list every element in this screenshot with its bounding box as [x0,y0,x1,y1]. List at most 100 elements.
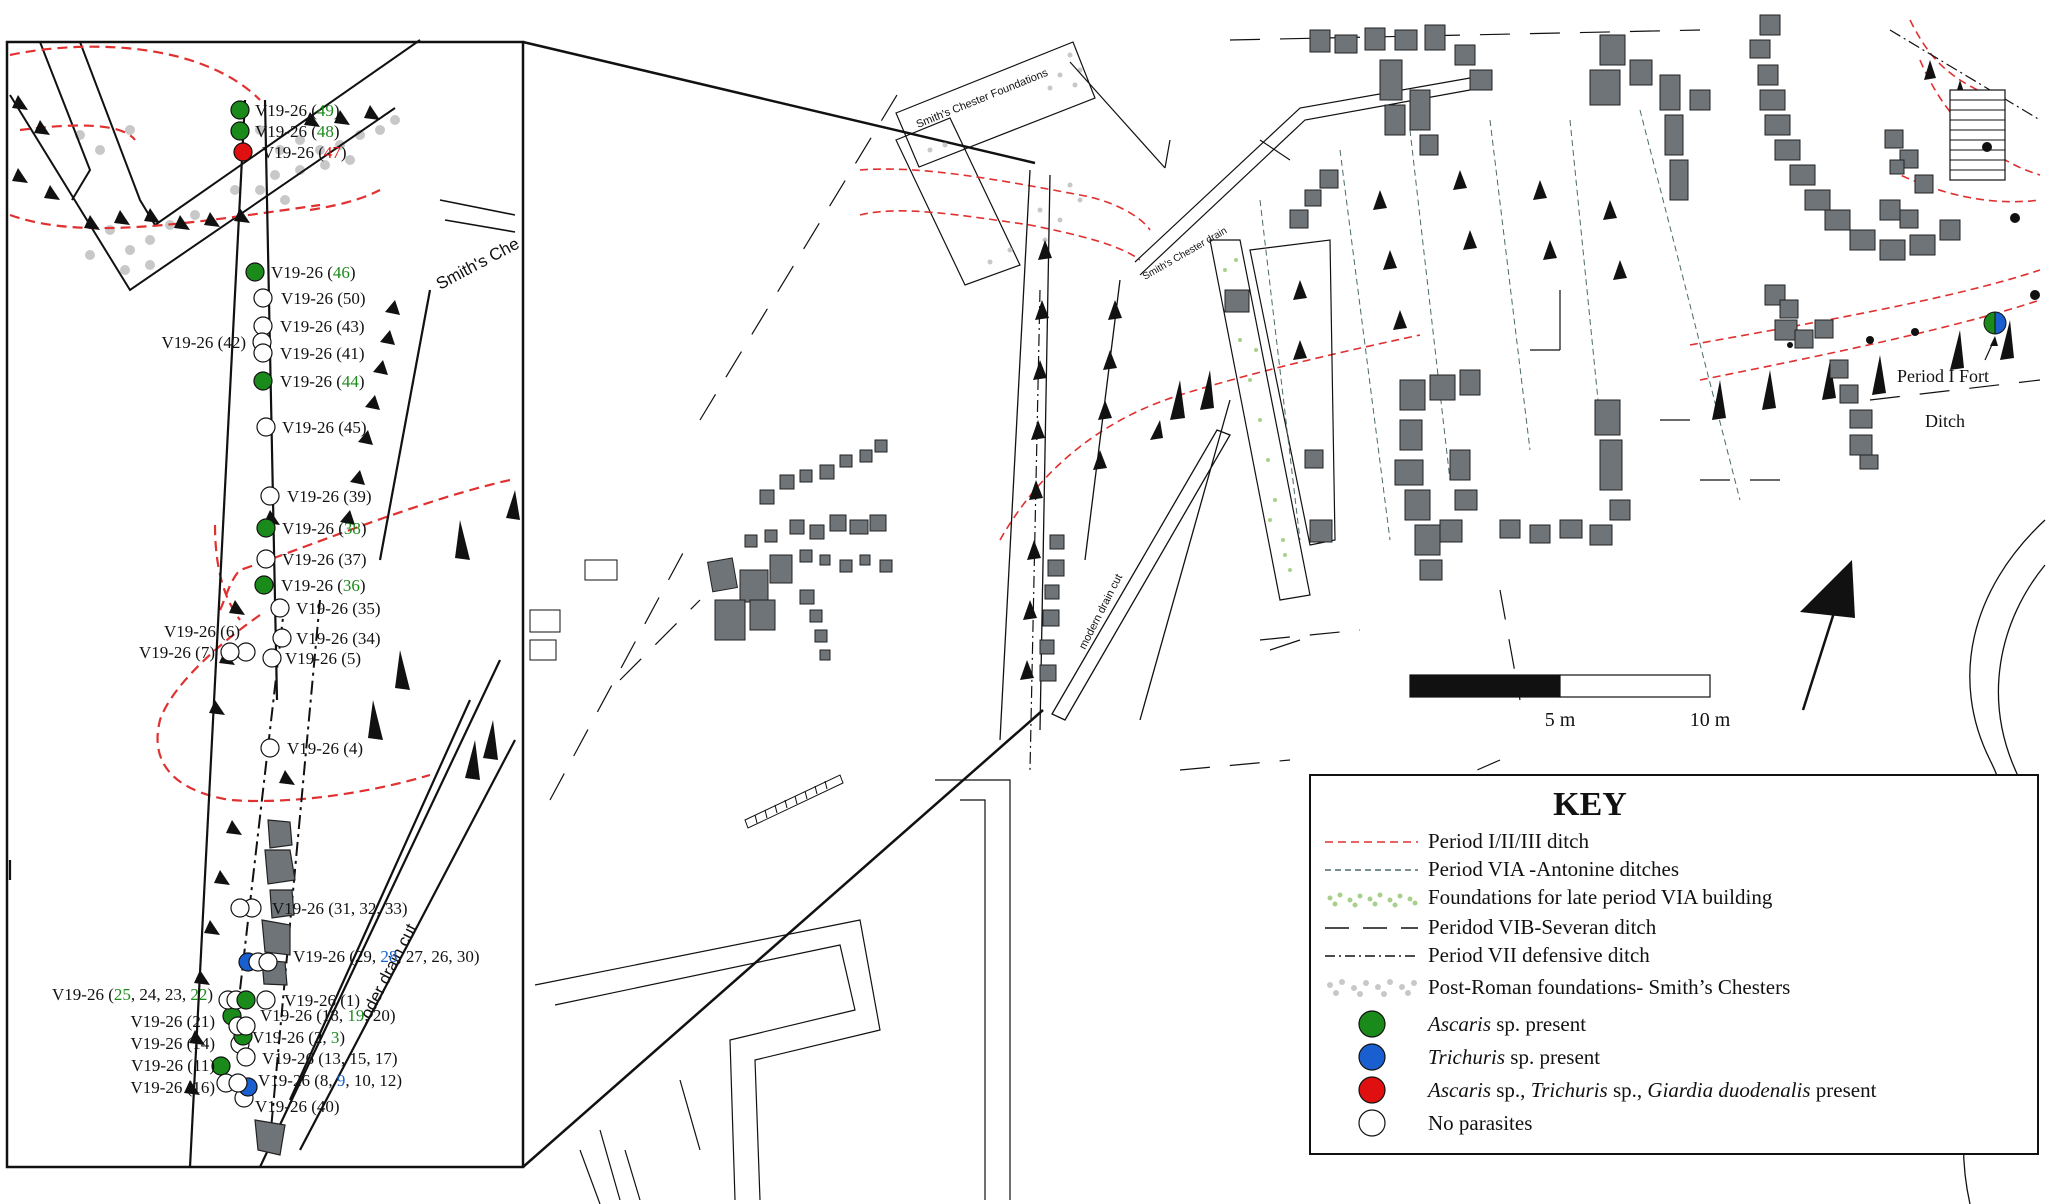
sample-marker-s34 [272,628,292,648]
sample-label-s4: V19-26 (4) [287,739,363,758]
scale-label-10m: 10 m [1690,709,1731,731]
sample-marker-s35 [270,598,290,618]
fort-ditch-sample: Period I Fort Ditch [1897,311,2007,431]
sample-marker-s50 [253,288,273,308]
key-symbol-no-parasites [1358,1109,1386,1137]
map-key: KEY Period I/II/III ditch Period VIA -An… [1309,774,2039,1155]
key-symbol-green-dots [1327,892,1418,908]
sample-marker-22 [236,990,256,1010]
sample-label-s50: V19-26 (50) [281,289,366,308]
ditch-hachures [1020,60,2014,680]
sample-label-s47: V19-26 (47) [262,143,347,162]
key-label-no-parasites: No parasites [1428,1111,1532,1135]
sample-label-s48: V19-26 (48) [255,122,340,141]
sample-marker-27 [258,952,278,972]
key-label-defensive: Period VII defensive ditch [1428,943,1650,967]
key-label-foundations: Foundations for late period VIA building [1428,885,1773,909]
sample-label-s6: V19-26 (6) [164,622,240,641]
sample-marker-s38 [256,518,276,538]
sample-label-29: V19-26 (29, 28, 27, 26, 30) [293,947,480,966]
sample-marker-s49 [230,100,250,120]
sample-marker-s13 [236,1047,256,1067]
sample-label-s37: V19-26 (37) [282,550,367,569]
sample-label-s49: V19-26 (49) [255,101,340,120]
sample-marker-s37 [256,549,276,569]
key-label-antonine: Period VIA -Antonine ditches [1428,857,1679,881]
sample-label-s40: V19-26 (40) [255,1097,340,1116]
sample-label-s21: V19-26 (21) [130,1012,215,1031]
sample-label-s14: V19-26 (14) [130,1034,215,1053]
key-symbol-ascaris [1358,1010,1386,1038]
sample-label-s46: V19-26 (46) [271,263,356,282]
key-title: KEY [1553,786,1627,823]
smiths-foundations-label: Smith's Chester Foundations [915,67,1051,131]
modern-drain-cut: modern drain cut [1051,429,1231,721]
key-label-post-roman: Post-Roman foundations- Smith’s Chesters [1428,975,1790,999]
inset-panel: Smith's Che oder drain cut V19-26 (49)V1… [5,39,525,1169]
small-structures [529,559,618,661]
sample-marker-32 [230,898,250,918]
inset-connector-bottom [522,709,1044,1168]
sample-label-8: V19-26 (8, 9, 10, 12) [258,1071,402,1090]
sample-label-25: V19-26 (25, 24, 23, 22) [52,985,213,1004]
defensive-ditch [1029,29,2041,771]
key-symbol-trichuris [1358,1043,1386,1071]
sample-marker-s39 [260,486,280,506]
sample-labels: V19-26 (49) V19-26 (48) V19-26 (47) V19-26 … [130,101,407,1116]
sample-label-s1: V19-26 (1) [284,991,360,1010]
sample-label-18: V19-26 (18, 19, 20) [260,1006,396,1025]
sample-label-s16: V19-26 (16) [130,1078,215,1097]
sample-label-2-3: V19-26 (2, 3) [252,1028,345,1047]
severan-ditch [549,29,2041,831]
key-label-all-parasites: Ascaris sp., Trichuris sp., Giardia duod… [1426,1078,1877,1102]
inset-foundation-walls [9,39,421,292]
inset-ditch-walls [8,99,516,1168]
modern-drain-label: modern drain cut [1077,572,1125,651]
sample-marker-s43 [253,316,273,336]
sample-label-s7: V19-26 (7) [139,643,215,662]
sample-marker-10 [228,1073,248,1093]
fort-ditch-label-2: Ditch [1925,411,1965,431]
inset-connector-top [522,40,1036,165]
key-label-red-ditch: Period I/II/III ditch [1428,829,1589,853]
late-via-building [1209,239,1336,601]
sample-marker-s48 [230,121,250,141]
fort-ditch-label-1: Period I Fort [1897,366,1989,386]
ladder-feature [744,774,844,829]
inset-stones [254,819,296,1156]
key-symbol-grey-dots [1327,979,1417,997]
sample-marker-s36 [254,575,274,595]
sample-label-s13: V19-26 (13, 15, 17) [262,1049,398,1068]
north-arrow [1800,560,1855,711]
sample-circles [211,100,292,1108]
sample-marker-18 [236,1016,256,1036]
smiths-drain-label: Smith's Chester drain [1141,225,1229,282]
sample-marker-s45 [256,417,276,437]
key-frame [1309,774,2039,1155]
sample-label-s41: V19-26 (41) [280,344,365,363]
sample-marker-s44 [253,371,273,391]
sample-label-s45: V19-26 (45) [282,418,367,437]
sample-marker-s6 [236,642,256,662]
main-plan: Smith's Chester Foundations modern drain… [522,14,2046,1204]
sample-label-s43: V19-26 (43) [280,317,365,336]
misc-lines [1069,61,1690,651]
sample-label-s35: V19-26 (35) [296,599,381,618]
scale-label-5m: 5 m [1545,709,1576,731]
sample-label-s36: V19-26 (36) [281,576,366,595]
sample-label-s42: V19-26 (42) [161,333,246,352]
scale-bar: 5 m 10 m [1409,674,1731,731]
sample-marker-s46 [245,262,265,282]
sample-label-s39: V19-26 (39) [287,487,372,506]
sample-marker-s1 [256,990,276,1010]
sample-label-s5: V19-26 (5) [285,649,361,668]
smiths-chester-foundations: Smith's Chester Foundations [895,41,1096,286]
sample-marker-s47 [233,142,253,162]
key-label-severan: Peridod VIB-Severan ditch [1428,915,1657,939]
key-label-ascaris: Ascaris sp. present [1426,1012,1586,1036]
key-label-trichuris: Trichuris sp. present [1428,1045,1600,1069]
sample-label-s31: V19-26 (31, 32, 33) [272,899,408,918]
sample-label-s11: V19-26 (11) [131,1056,215,1075]
antonine-ditches [1259,109,1741,541]
